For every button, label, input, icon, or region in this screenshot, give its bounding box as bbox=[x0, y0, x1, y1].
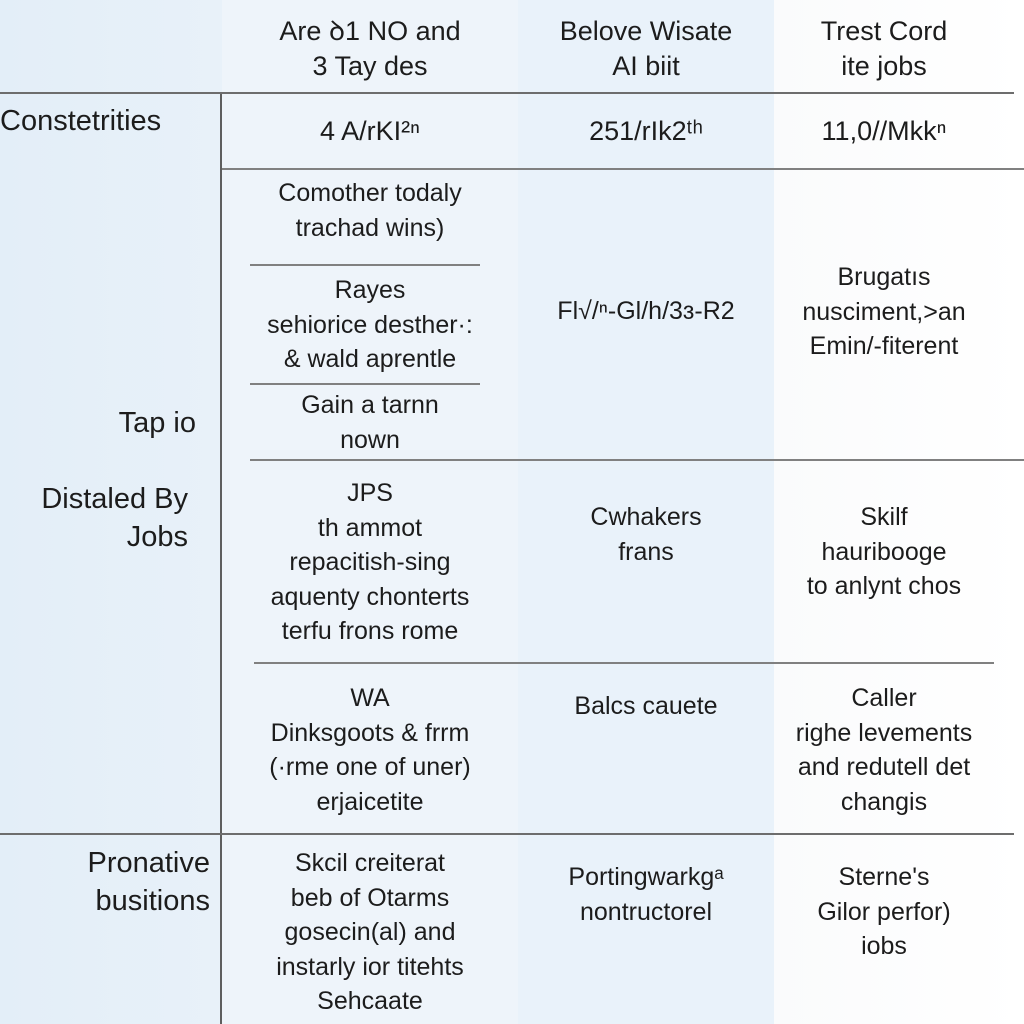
row-divider bbox=[250, 459, 1024, 461]
cell-line: Skcil creiterat bbox=[294, 849, 446, 877]
cell-line: Rayes bbox=[334, 276, 406, 304]
cell-c2-b: Cwhakers frans bbox=[518, 500, 774, 569]
cell-c1-e: WA Dinksgoots & frrm (·rme one of uner) … bbox=[222, 681, 518, 819]
cell-line: (·rme one of uner) bbox=[269, 753, 471, 781]
cell-line: beb of Otarms bbox=[290, 883, 450, 912]
cell-line: hauribooge bbox=[821, 537, 947, 566]
row-label-line: Jobs bbox=[126, 521, 188, 553]
cell-line: changis bbox=[840, 787, 928, 816]
cell-c1-a: Comother todaly trachad wins) bbox=[222, 176, 518, 245]
value-cell-r1c3: 11,0//Mkkⁿ bbox=[774, 114, 994, 149]
cell-line: JPS bbox=[347, 479, 393, 507]
header-line: Belove Wisate bbox=[559, 16, 733, 46]
cell-line: Caller bbox=[851, 684, 917, 712]
header-line: AI biit bbox=[612, 51, 680, 81]
cell-line: gosecin(al) and bbox=[284, 918, 456, 946]
row-divider bbox=[254, 662, 994, 664]
header-divider bbox=[0, 92, 1014, 94]
cell-c1-f: Skcil creiterat beb of Otarms gosecin(al… bbox=[222, 846, 518, 1019]
row-label-tap-io: Tap io bbox=[119, 404, 196, 442]
cell-line: and redutell det bbox=[797, 753, 971, 781]
cell-line: Gilor perfor) bbox=[817, 897, 951, 926]
cell-line: righe levements bbox=[795, 718, 973, 747]
cell-line: Emin/-fiterent bbox=[809, 332, 959, 360]
cell-line: Fl√/ⁿ-Gl/h/3ɜ-R2 bbox=[557, 297, 735, 325]
cell-line: Sehcaate bbox=[317, 987, 423, 1015]
row-divider bbox=[222, 168, 1024, 170]
cell-line: Sterne's bbox=[838, 863, 930, 891]
cell-c2-d: Portingwarkgᵃ nontructorel bbox=[518, 860, 774, 929]
cell-line: Gain a tarnn bbox=[301, 391, 439, 419]
cell-c3-a: Brugatıs nusciment,>an Emin/-fiterent bbox=[774, 260, 994, 364]
cell-line: iobs bbox=[861, 932, 907, 960]
cell-c2-a: Fl√/ⁿ-Gl/h/3ɜ-R2 bbox=[518, 294, 774, 329]
cell-c1-c: Gain a tarnn nown bbox=[222, 388, 518, 457]
cell-line: aquenty chonterts bbox=[270, 582, 470, 611]
cell-c1-b: Rayes sehiorice desther·: & wald aprentl… bbox=[222, 273, 518, 377]
row-label-line: Tap io bbox=[118, 407, 196, 439]
cell-line: Cwhakers bbox=[590, 503, 702, 531]
cell-line: Balcs cauete bbox=[574, 692, 718, 720]
value-text: 11,0//Mkkⁿ bbox=[821, 116, 947, 146]
value-cell-r1c2: 251/rIk2ᵗʰ bbox=[518, 114, 774, 149]
cell-line: WA bbox=[350, 684, 390, 712]
row-label-distaled-by-jobs: Distaled By Jobs bbox=[41, 480, 188, 556]
row-label-pronative-busitions: Pronative busitions bbox=[87, 844, 210, 920]
sub-row-divider bbox=[250, 264, 480, 266]
header-line: ite jobs bbox=[841, 51, 927, 81]
cell-line: th ammot bbox=[317, 513, 423, 542]
cell-line: & wald aprentle bbox=[283, 345, 457, 373]
cell-c2-c: Balcs cauete bbox=[518, 689, 774, 724]
cell-line: trachad wins) bbox=[295, 213, 445, 242]
cell-line: Dinksgoots & frrm bbox=[270, 718, 470, 747]
sub-row-divider bbox=[250, 383, 480, 385]
cell-line: Comother todaly bbox=[278, 179, 462, 207]
cell-line: erjaicetite bbox=[316, 787, 424, 816]
value-cell-r1c1: 4 A/rKI²ⁿ bbox=[222, 114, 518, 149]
cell-line: nown bbox=[340, 425, 400, 454]
cell-line: terfu frons rome bbox=[281, 617, 459, 645]
row-label-line: Distaled By bbox=[41, 483, 188, 515]
cell-line: Brugatıs bbox=[837, 263, 931, 291]
cell-line: Skilf bbox=[860, 503, 908, 531]
cell-c3-b: Skilf hauribooge to anlynt chos bbox=[774, 500, 994, 604]
header-line: Trest Cord bbox=[820, 16, 948, 46]
column-header-2: Belove Wisate AI biit bbox=[518, 14, 774, 84]
cell-line: nontructorel bbox=[579, 897, 713, 926]
cell-line: instarly ior titehts bbox=[276, 952, 464, 981]
value-text: 251/rIk2ᵗʰ bbox=[589, 116, 703, 146]
row-label-constetrities: Constetrities bbox=[0, 102, 161, 140]
cell-line: nusciment,>an bbox=[802, 297, 966, 326]
column-header-3: Trest Cord ite jobs bbox=[774, 14, 994, 84]
cell-line: sehiorice desther·: bbox=[267, 310, 473, 339]
row-label-line: busitions bbox=[95, 885, 210, 917]
column-header-1: Are ꝺ1 NO and 3 Tay des bbox=[222, 14, 518, 84]
label-column-divider bbox=[220, 94, 222, 1024]
cell-line: frans bbox=[618, 537, 674, 566]
cell-c3-c: Caller righe levements and redutell det … bbox=[774, 681, 994, 819]
value-text: 4 A/rKI²ⁿ bbox=[320, 116, 420, 146]
row-label-line: Pronative bbox=[87, 847, 210, 879]
cell-c1-d: JPS th ammot repacitish-sing aquenty cho… bbox=[222, 476, 518, 649]
cell-line: to anlynt chos bbox=[806, 572, 962, 600]
cell-line: Portingwarkgᵃ bbox=[568, 863, 724, 891]
cell-c3-d: Sterne's Gilor perfor) iobs bbox=[774, 860, 994, 964]
row-label-line: Constetrities bbox=[0, 105, 162, 137]
header-line: Are ꝺ1 NO and bbox=[279, 16, 461, 46]
section-divider bbox=[0, 833, 1014, 835]
cell-line: repacitish-sing bbox=[289, 548, 451, 576]
header-line: 3 Tay des bbox=[312, 51, 428, 81]
